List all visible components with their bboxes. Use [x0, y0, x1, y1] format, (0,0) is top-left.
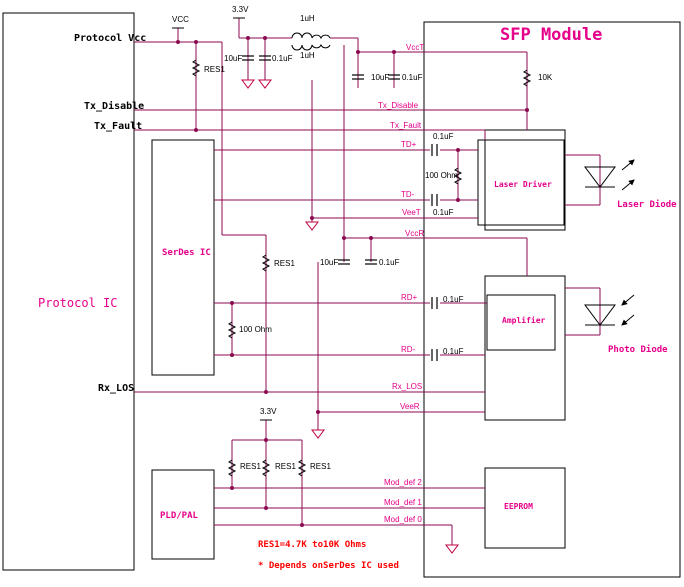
protocol-ic-block	[2, 12, 135, 571]
serdes-ic-block	[151, 139, 215, 376]
amplifier-outer	[484, 275, 566, 421]
laser-diode-label: Laser Diode	[617, 199, 677, 210]
cap-td-bottom-label: 0.1uF	[433, 208, 454, 217]
signal-rd-plus: RD+	[401, 293, 418, 302]
cap-01uf-a-label: 0.1uF	[272, 54, 293, 63]
photo-diode-icon	[584, 294, 635, 326]
amplifier-block	[486, 294, 556, 351]
ground-icons	[241, 79, 459, 554]
signal-rx-los: Rx_LOS	[392, 382, 422, 391]
inductor-bottom-label: 1uH	[300, 51, 315, 60]
signal-td-minus: TD-	[401, 190, 415, 199]
cap-01uf-b-label: 0.1uF	[402, 73, 423, 82]
supply-3v3-top: 3.3V	[232, 5, 249, 14]
res-10k-label: 10K	[538, 73, 553, 82]
pld-pal-label: PLD/PAL	[160, 511, 199, 521]
supply-vcc: VCC	[172, 15, 189, 24]
res1-a-label: RES1	[240, 462, 261, 471]
signal-tx-fault: Tx_Fault	[390, 121, 422, 130]
res-rx-label: 100 Ohm	[239, 325, 272, 334]
sfp-module-block	[423, 21, 681, 578]
signal-mod-def2: Mod_def 2	[384, 478, 422, 487]
signal-vccr: VccR	[405, 229, 424, 238]
laser-diode-icon	[584, 159, 635, 191]
cap-td-top-label: 0.1uF	[433, 132, 454, 141]
pin-protocol-vcc: Protocol Vcc	[74, 33, 146, 44]
sfp-module-title: SFP Module	[500, 25, 602, 45]
cap-rd-top-label: 0.1uF	[443, 295, 464, 304]
eeprom-label: EEPROM	[504, 502, 533, 511]
junctions	[176, 36, 529, 527]
note-depends: * Depends onSerDes IC used	[258, 561, 399, 571]
protocol-ic-label: Protocol IC	[38, 296, 117, 310]
pin-tx-disable: Tx_Disable	[84, 100, 144, 112]
photo-diode-label: Photo Diode	[608, 344, 668, 355]
signal-vcct: VccT	[406, 43, 424, 52]
signal-td-plus: TD+	[401, 140, 417, 149]
capacitor-icons	[242, 55, 438, 361]
notes: RES1=4.7K to10K Ohms * Depends onSerDes …	[258, 540, 399, 571]
pin-tx-fault: Tx_Fault	[94, 121, 142, 132]
laser-driver-outer	[484, 129, 566, 231]
inductor-top-label: 1uH	[300, 14, 315, 23]
note-res-value: RES1=4.7K to10K Ohms	[258, 540, 366, 550]
res1-c-label: RES1	[310, 462, 331, 471]
res1-top-label: RES1	[204, 65, 225, 74]
supply-3v3-bottom: 3.3V	[260, 407, 277, 416]
signal-labels: VccT Tx_Disable Tx_Fault TD+ TD- VeeT Vc…	[378, 43, 424, 524]
res-tx-label: 100 Ohm	[425, 171, 458, 180]
res1-mid-label: RES1	[274, 259, 295, 268]
signal-veet: VeeT	[402, 208, 421, 217]
cap-10uf-a-label: 10uF	[224, 54, 242, 63]
inductor-icon	[291, 32, 331, 51]
pld-pal-block	[151, 469, 215, 560]
laser-driver-label: Laser Driver	[494, 179, 552, 189]
supply-symbols	[172, 17, 272, 421]
signal-mod-def0: Mod_def 0	[384, 515, 422, 524]
pin-rx-los: Rx_LOS	[98, 383, 134, 394]
cap-rd-bottom-label: 0.1uF	[443, 347, 464, 356]
amplifier-label: Amplifier	[502, 315, 546, 325]
signal-rd-minus: RD-	[401, 345, 416, 354]
signal-veer: VeeR	[400, 402, 420, 411]
cap-10uf-c-label: 10uF	[320, 258, 338, 267]
signal-mod-def1: Mod_def 1	[384, 498, 422, 507]
resistor-icons	[191, 59, 532, 477]
res1-b-label: RES1	[275, 462, 296, 471]
cap-01uf-c-label: 0.1uF	[379, 258, 400, 267]
cap-10uf-b-label: 10uF	[371, 73, 389, 82]
signal-tx-disable: Tx_Disable	[378, 101, 419, 110]
serdes-ic-label: SerDes IC	[162, 248, 211, 258]
wires	[134, 18, 601, 545]
component-labels: VCC 3.3V 3.3V 1uH 1uH 10uF 0.1uF 10uF 0.…	[172, 5, 553, 471]
laser-driver-block	[477, 139, 565, 226]
